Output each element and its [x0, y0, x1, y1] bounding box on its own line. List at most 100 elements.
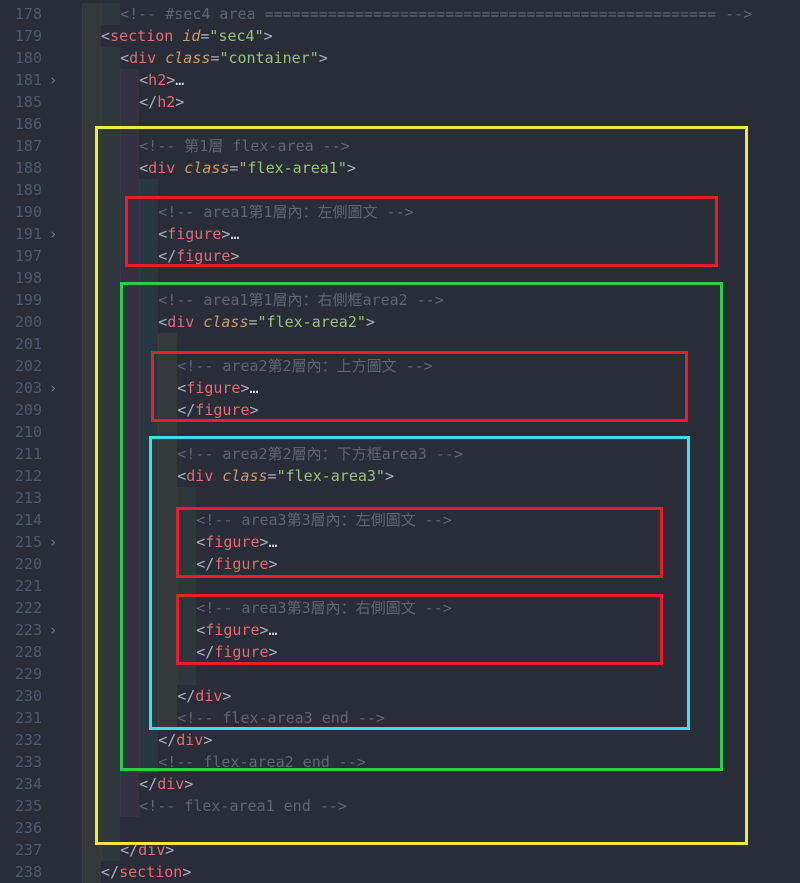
line-number[interactable]: 215	[14, 533, 42, 551]
code-line[interactable]: 199<!-- area1第1層內：右側框area2 -->	[0, 289, 800, 311]
line-number[interactable]: 209	[14, 401, 42, 419]
tag-token: figure	[176, 247, 231, 265]
code-line[interactable]: 231 <!-- flex-area3 end -->	[0, 707, 800, 729]
line-number[interactable]: 187	[14, 137, 42, 155]
code-line[interactable]: 201	[0, 333, 800, 355]
code-line[interactable]: 188<div class="flex-area1">	[0, 157, 800, 179]
line-number[interactable]: 199	[14, 291, 42, 309]
line-number[interactable]: 237	[14, 841, 42, 859]
line-number[interactable]: 229	[14, 665, 42, 683]
indent-guide	[120, 355, 140, 377]
indent-guide	[120, 91, 140, 113]
line-number[interactable]: 202	[14, 357, 42, 375]
code-line[interactable]: 210	[0, 421, 800, 443]
fold-chevron-icon[interactable]: ›	[48, 533, 58, 551]
code-line[interactable]: 178<!-- #sec4 area =====================…	[0, 3, 800, 25]
line-number[interactable]: 189	[14, 181, 42, 199]
code-line[interactable]: 191›<figure>…	[0, 223, 800, 245]
code-line[interactable]: 190 <!-- area1第1層內：左側圖文 -->	[0, 201, 800, 223]
line-number[interactable]: 221	[14, 577, 42, 595]
indent-guide	[101, 245, 121, 267]
line-number[interactable]: 211	[14, 445, 42, 463]
code-line[interactable]: 181›<h2>…	[0, 69, 800, 91]
line-number[interactable]: 203	[14, 379, 42, 397]
code-line[interactable]: 189	[0, 179, 800, 201]
code-line[interactable]: 228</figure>	[0, 641, 800, 663]
code-line[interactable]: 233<!-- flex-area2 end -->	[0, 751, 800, 773]
line-number[interactable]: 223	[14, 621, 42, 639]
fold-chevron-icon[interactable]: ›	[48, 71, 58, 89]
code-line[interactable]: 200<div class="flex-area2">	[0, 311, 800, 333]
code-line[interactable]: 238</section>	[0, 861, 800, 883]
indent-guide	[101, 399, 121, 421]
line-number[interactable]: 201	[14, 335, 42, 353]
line-number[interactable]: 222	[14, 599, 42, 617]
line-number[interactable]: 231	[14, 709, 42, 727]
line-number[interactable]: 179	[14, 27, 42, 45]
comment-token: <!-- flex-area3 end -->	[177, 709, 385, 727]
fold-chevron-icon[interactable]: ›	[48, 379, 58, 397]
code-line[interactable]: 202<!-- area2第2層內：上方圖文 -->	[0, 355, 800, 377]
line-number[interactable]: 212	[14, 467, 42, 485]
line-number[interactable]: 185	[14, 93, 42, 111]
code-line[interactable]: 187<!-- 第1層 flex-area -->	[0, 135, 800, 157]
code-line[interactable]: 215›<figure>…	[0, 531, 800, 553]
fold-chevron-icon[interactable]: ›	[48, 225, 58, 243]
line-number[interactable]: 214	[14, 511, 42, 529]
line-number[interactable]: 197	[14, 247, 42, 265]
code-line[interactable]: 212<div class="flex-area3">	[0, 465, 800, 487]
line-number[interactable]: 213	[14, 489, 42, 507]
line-number[interactable]: 190	[14, 203, 42, 221]
line-number[interactable]: 198	[14, 269, 42, 287]
code-line[interactable]: 236	[0, 817, 800, 839]
code-line[interactable]: 220</figure>	[0, 553, 800, 575]
code-line[interactable]: 211 <!-- area2第2層內：下方框area3 -->	[0, 443, 800, 465]
code-line[interactable]: 197 </figure>	[0, 245, 800, 267]
line-number[interactable]: 234	[14, 775, 42, 793]
code-line[interactable]: 237</div>	[0, 839, 800, 861]
line-number[interactable]: 233	[14, 753, 42, 771]
code-line[interactable]: 180<div class="container">	[0, 47, 800, 69]
code-line[interactable]: 229	[0, 663, 800, 685]
indent-guide	[120, 575, 140, 597]
code-line[interactable]: 203›<figure>…	[0, 377, 800, 399]
fold-chevron-icon[interactable]: ›	[48, 621, 58, 639]
line-number[interactable]: 228	[14, 643, 42, 661]
line-number[interactable]: 191	[14, 225, 42, 243]
line-number[interactable]: 220	[14, 555, 42, 573]
code-line[interactable]: 235<!-- flex-area1 end -->	[0, 795, 800, 817]
line-number[interactable]: 236	[14, 819, 42, 837]
code-line[interactable]: 186	[0, 113, 800, 135]
code-line[interactable]: 179<section id="sec4">	[0, 25, 800, 47]
tag-token: div	[195, 687, 223, 705]
code-text: <!-- area1第1層內：左側圖文 -->	[64, 201, 800, 223]
punctuation-token: <	[120, 49, 130, 67]
code-line[interactable]: 198	[0, 267, 800, 289]
line-number[interactable]: 232	[14, 731, 42, 749]
code-line[interactable]: 234</div>	[0, 773, 800, 795]
attribute-token: class	[165, 49, 211, 67]
code-line[interactable]: 185</h2>	[0, 91, 800, 113]
line-number[interactable]: 186	[14, 115, 42, 133]
tag-token: section	[119, 863, 183, 881]
line-number[interactable]: 200	[14, 313, 42, 331]
code-line[interactable]: 223›<figure>…	[0, 619, 800, 641]
indent-guide	[82, 377, 102, 399]
line-number[interactable]: 238	[14, 863, 42, 881]
line-number[interactable]: 210	[14, 423, 42, 441]
line-number[interactable]: 188	[14, 159, 42, 177]
line-number[interactable]: 181	[14, 71, 42, 89]
code-line[interactable]: 230</div>	[0, 685, 800, 707]
code-line[interactable]: 222<!-- area3第3層內：右側圖文 -->	[0, 597, 800, 619]
line-number[interactable]: 230	[14, 687, 42, 705]
code-line[interactable]: 213	[0, 487, 800, 509]
code-line[interactable]: 209</figure>	[0, 399, 800, 421]
line-number[interactable]: 180	[14, 49, 42, 67]
line-number[interactable]: 235	[14, 797, 42, 815]
line-number[interactable]: 178	[14, 5, 42, 23]
comment-token: <!-- area2第2層內：下方框area3 -->	[177, 445, 463, 463]
code-line[interactable]: 214<!-- area3第3層內：左側圖文 -->	[0, 509, 800, 531]
code-line[interactable]: 221	[0, 575, 800, 597]
code-text: </figure>	[64, 245, 800, 267]
code-line[interactable]: 232</div>	[0, 729, 800, 751]
